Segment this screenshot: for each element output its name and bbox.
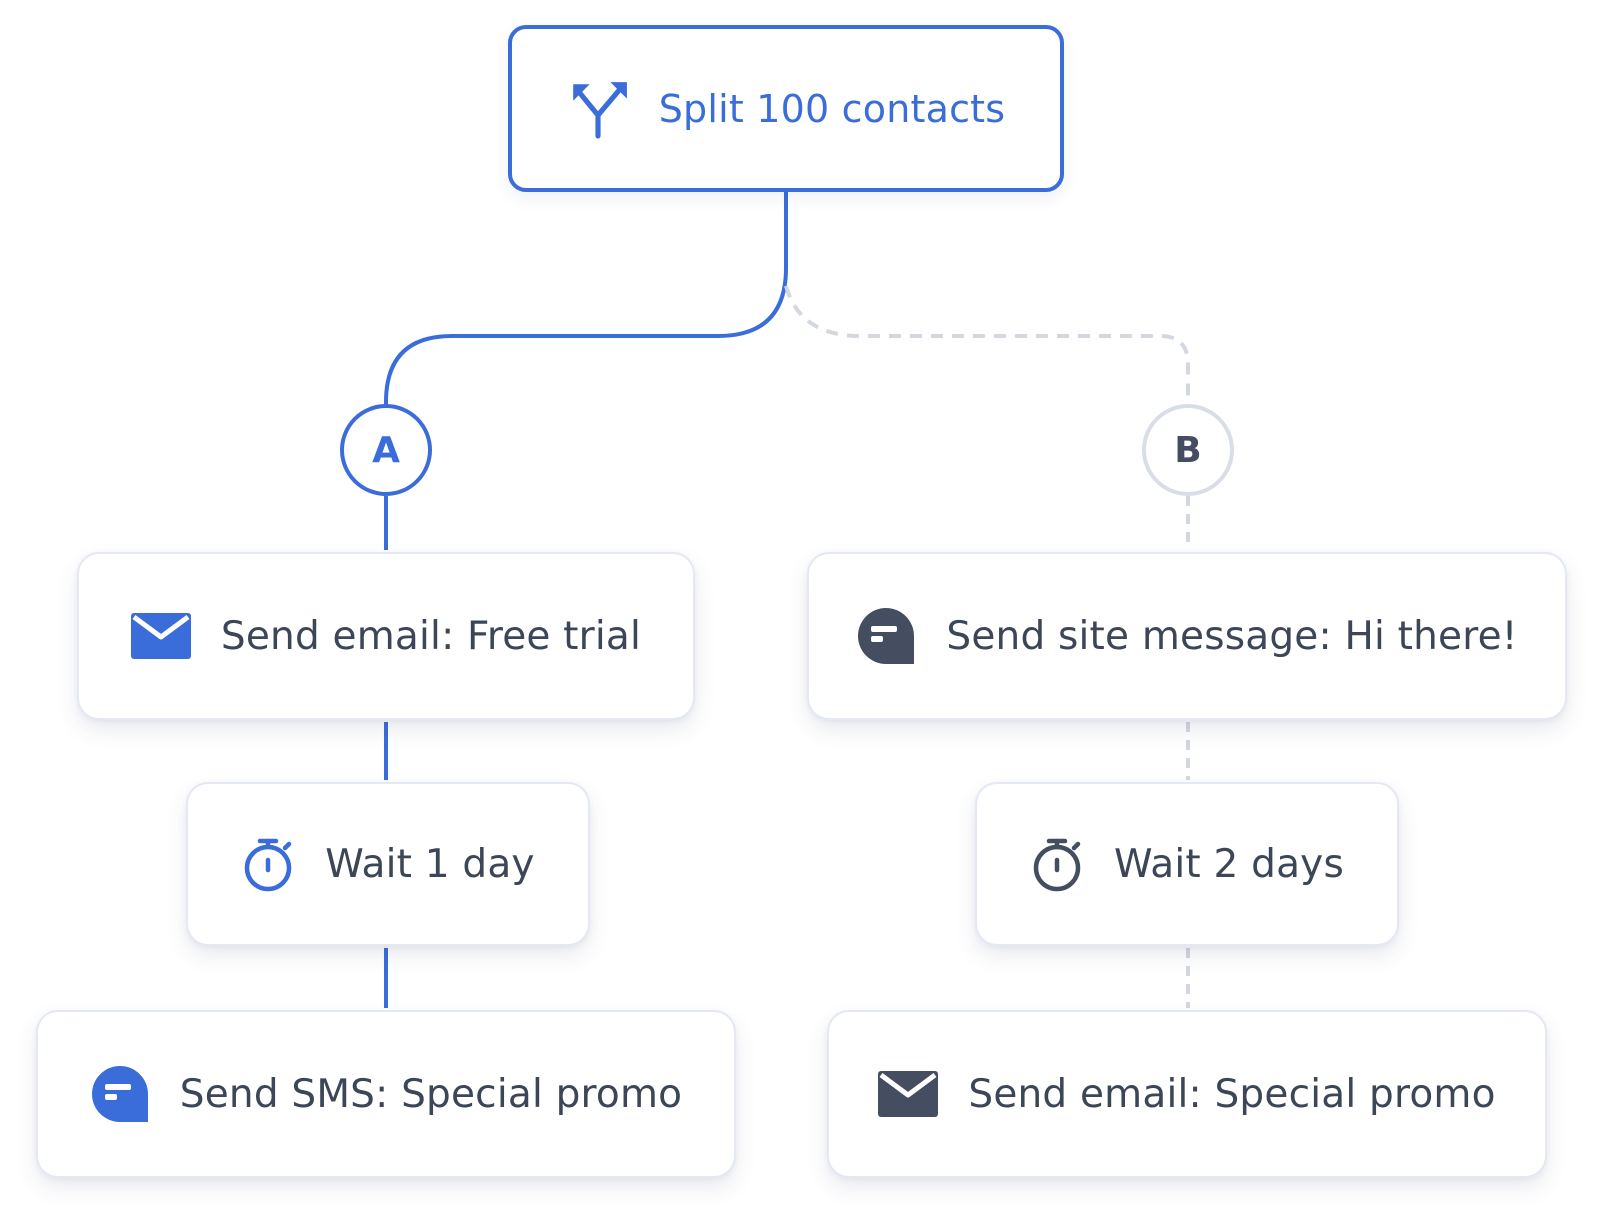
step-label: Send email: Special promo xyxy=(968,1071,1496,1117)
chat-bubble-icon xyxy=(90,1064,150,1124)
split-label: Split 100 contacts xyxy=(658,86,1006,131)
branch-b-connector xyxy=(784,285,1190,404)
envelope-icon xyxy=(878,1071,939,1117)
branch-b-badge-label: B xyxy=(1174,429,1202,471)
branch-b-step-send-email[interactable]: Send email: Special promo xyxy=(827,1010,1547,1178)
step-label: Send SMS: Special promo xyxy=(179,1071,683,1117)
envelope-icon xyxy=(130,613,191,659)
branch-a-step-send-sms[interactable]: Send SMS: Special promo xyxy=(36,1010,736,1178)
split-arrows-icon xyxy=(567,78,629,140)
branch-b-step-send-site-message[interactable]: Send site message: Hi there! xyxy=(807,552,1567,720)
step-label: Send email: Free trial xyxy=(220,613,642,659)
chat-bubble-icon xyxy=(856,606,916,666)
branch-b-step-wait[interactable]: Wait 2 days xyxy=(975,782,1399,946)
branch-a-badge-label: A xyxy=(372,429,400,471)
step-label: Wait 1 day xyxy=(325,841,535,887)
branch-a-connector xyxy=(384,190,788,406)
branch-b-badge[interactable]: B xyxy=(1142,404,1234,496)
branch-a-step-wait[interactable]: Wait 1 day xyxy=(186,782,590,946)
stopwatch-icon xyxy=(1030,836,1084,892)
branch-a-badge[interactable]: A xyxy=(340,404,432,496)
step-label: Wait 2 days xyxy=(1114,841,1344,887)
split-node[interactable]: Split 100 contacts xyxy=(508,25,1064,192)
branch-a-step-send-email[interactable]: Send email: Free trial xyxy=(77,552,695,720)
stopwatch-icon xyxy=(241,836,295,892)
step-label: Send site message: Hi there! xyxy=(946,613,1518,659)
